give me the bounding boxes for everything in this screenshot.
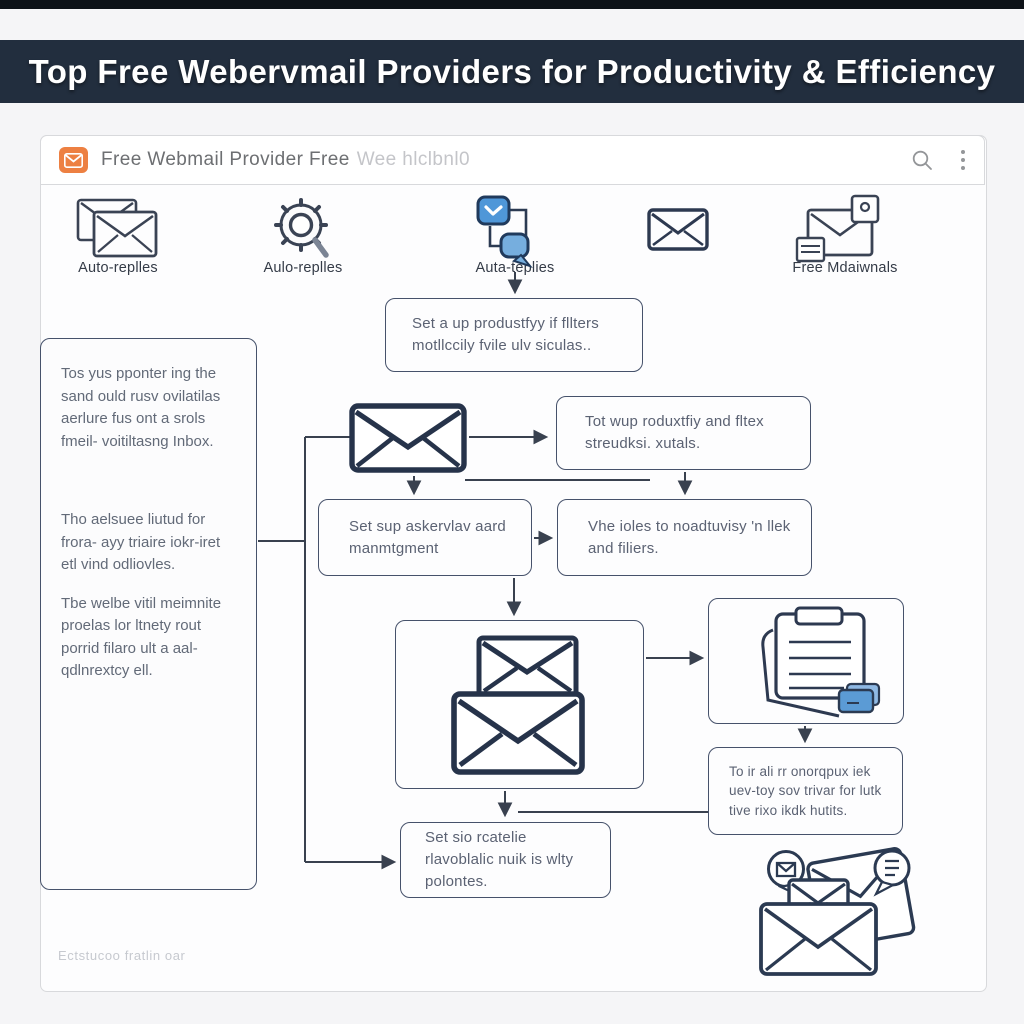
flow-box-management: Set sup askervlav aard manmtgment (318, 499, 532, 576)
flow-box-text: Set a up produstfyy if fllters motllccil… (412, 315, 599, 354)
feature-label: Auto-replles (78, 260, 158, 276)
feature-item-free-webmails[interactable] (795, 188, 883, 266)
double-envelope-icon (76, 198, 158, 258)
flow-box-text: To ir ali rr onorqpux iek uev-toy sov tr… (729, 763, 882, 818)
flow-box-filters: Set a up produstfyy if fllters motllccil… (385, 298, 643, 372)
brand-title-faded: Wee hlclbnl0 (356, 149, 470, 170)
document-save-icon (761, 606, 881, 718)
kebab-menu-icon[interactable] (960, 148, 966, 172)
flow-box-envelopes (395, 620, 644, 789)
sidebar-text-panel: Tos yus pponter ing the sand ould rusv o… (40, 338, 257, 890)
flow-box-text: Set sup askervlav aard manmtgment (349, 517, 506, 557)
feature-item-auto-replies-3[interactable] (468, 190, 548, 270)
sidebar-paragraph-1: Tos yus pponter ing the sand ould rusv o… (61, 365, 221, 450)
envelope-icon (647, 208, 709, 251)
sidebar-paragraph-3: Tbe welbe vitil meimnite proelas lor ltn… (61, 594, 222, 680)
checkbox-chat-icon (476, 195, 533, 268)
feature-item-envelope[interactable] (646, 207, 710, 253)
feature-label: Free Mdaiwnals (792, 260, 898, 276)
brand-title: Free Webmail Provider Free (101, 149, 350, 170)
toolbar: Free Webmail Provider Free Wee hlclbnl0 (40, 135, 985, 185)
search-icon[interactable] (910, 148, 934, 172)
flow-box-rules: Vhe ioles to noadtuvisy 'n llek and fili… (557, 499, 812, 576)
footer-note: Ectstucoo fratlin oar (58, 948, 186, 963)
top-strip (0, 0, 1024, 9)
feature-label: Aulo-replles (263, 260, 343, 276)
flow-box-productivity: Tot wup roduxtfiy and fltex streudksi. x… (556, 396, 811, 470)
feature-item-auto-replies-2[interactable] (268, 194, 338, 266)
stacked-envelopes-icon (450, 635, 585, 775)
feature-item-auto-replies-1[interactable] (70, 197, 165, 259)
sidebar-paragraph-2: Tho aelsuee liutud for frora- ayy triair… (61, 511, 221, 573)
envelope-node-icon (349, 403, 467, 473)
flow-box-document (708, 598, 904, 724)
flow-box-text: Vhe ioles to noadtuvisy 'n llek and fili… (588, 517, 791, 557)
header-band: Top Free Webervmail Providers for Produc… (0, 40, 1024, 103)
gear-magnifier-icon (274, 198, 329, 258)
flow-box-signature: Set sio rcatelie rlavoblalic nuik is wlt… (400, 822, 611, 898)
envelope-logo (59, 147, 88, 173)
envelope-cluster-icon (752, 840, 942, 992)
page-title: Top Free Webervmail Providers for Produc… (28, 52, 996, 90)
flow-box-text: Tot wup roduxtfiy and fltex streudksi. x… (585, 413, 764, 452)
flow-box-text: Set sio rcatelie rlavoblalic nuik is wlt… (425, 829, 574, 890)
envelope-badge-icon (795, 194, 880, 263)
flow-box-group: To ir ali rr onorqpux iek uev-toy sov tr… (708, 747, 903, 835)
feature-label: Auta-teplies (475, 260, 555, 276)
